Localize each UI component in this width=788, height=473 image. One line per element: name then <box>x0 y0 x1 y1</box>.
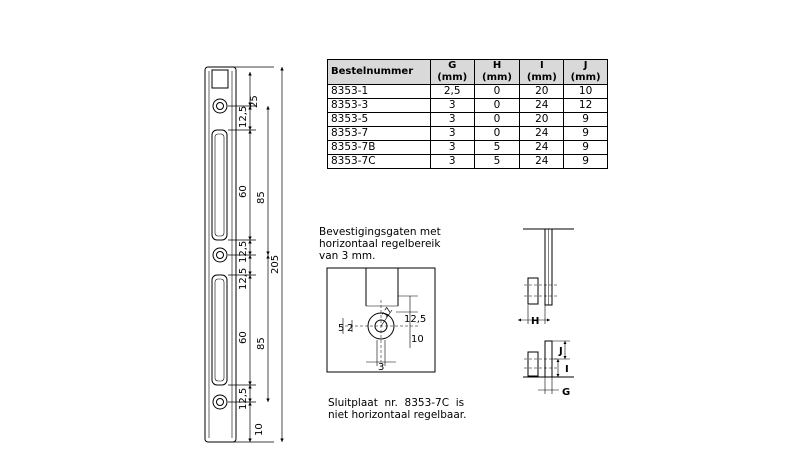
screw-hole-top <box>212 98 228 114</box>
table-row: 8353-3 3 0 24 12 <box>327 98 608 113</box>
dim-12-5-mid-b: 12,5 <box>238 268 249 290</box>
profile-letter-h: H <box>531 316 539 327</box>
detail-dim-2: 2 <box>347 323 353 334</box>
spec-table: Bestelnummer G(mm) H(mm) I(mm) J(mm) 835… <box>327 59 608 169</box>
detail-frame <box>326 267 436 373</box>
plate-outline <box>204 66 237 443</box>
side-profile-h <box>518 228 574 324</box>
dim-10: 10 <box>254 423 265 436</box>
plate-note: Sluitplaat nr. 8353-7C is niet horizonta… <box>328 397 467 421</box>
header-h: H(mm) <box>473 59 521 85</box>
table-row: 8353-7C 3 5 24 9 <box>327 154 608 169</box>
table-row: 8353-7 3 0 24 9 <box>327 126 608 141</box>
holes-note: Bevestigingsgaten met horizontaal regelb… <box>319 226 441 262</box>
detail-dim-5: 5 <box>338 323 344 334</box>
hole-detail-drawing <box>326 267 436 373</box>
latch-slot-upper <box>211 129 228 241</box>
table-header-row: Bestelnummer G(mm) H(mm) I(mm) J(mm) <box>327 59 608 85</box>
plate-dimension-labels: 25 12,5 60 85 12,5 12,5 205 60 85 12,5 1… <box>238 95 281 436</box>
table-row: 8353-7B 3 5 24 9 <box>327 140 608 155</box>
profile-letter-g: G <box>562 387 570 398</box>
dim-85-upper: 85 <box>256 191 267 204</box>
profile-letter-i: I <box>565 364 569 375</box>
latch-slot-lower <box>211 274 228 386</box>
dim-25: 25 <box>249 95 260 108</box>
table-row: 8353-1 2,5 0 20 10 <box>327 84 608 99</box>
dim-12-5-mid-a: 12,5 <box>238 241 249 263</box>
dim-12-5-top: 12,5 <box>238 106 249 128</box>
table-row: 8353-5 3 0 20 9 <box>327 112 608 127</box>
header-bestelnummer: Bestelnummer <box>327 59 431 85</box>
header-j: J(mm) <box>563 59 608 85</box>
header-g: G(mm) <box>429 59 475 85</box>
dim-205: 205 <box>270 255 281 274</box>
header-i: I(mm) <box>519 59 565 85</box>
side-profile-g <box>523 340 574 394</box>
dim-60-upper: 60 <box>238 185 249 198</box>
profile-letter-j: J <box>558 346 563 357</box>
dim-12-5-bottom: 12,5 <box>238 388 249 410</box>
brand-logo <box>211 69 229 89</box>
dim-60-lower: 60 <box>238 331 249 344</box>
screw-hole-middle <box>212 247 228 263</box>
screw-hole-bottom <box>212 394 228 410</box>
strike-plate-front-view <box>204 66 237 443</box>
detail-dim-10: 10 <box>411 334 424 345</box>
detail-dim-17: 17 <box>380 306 393 320</box>
detail-dim-3: 3 <box>378 362 384 373</box>
dim-85-lower: 85 <box>256 337 267 350</box>
detail-dim-12-5: 12,5 <box>404 314 426 325</box>
plate-dimensions <box>228 66 284 443</box>
